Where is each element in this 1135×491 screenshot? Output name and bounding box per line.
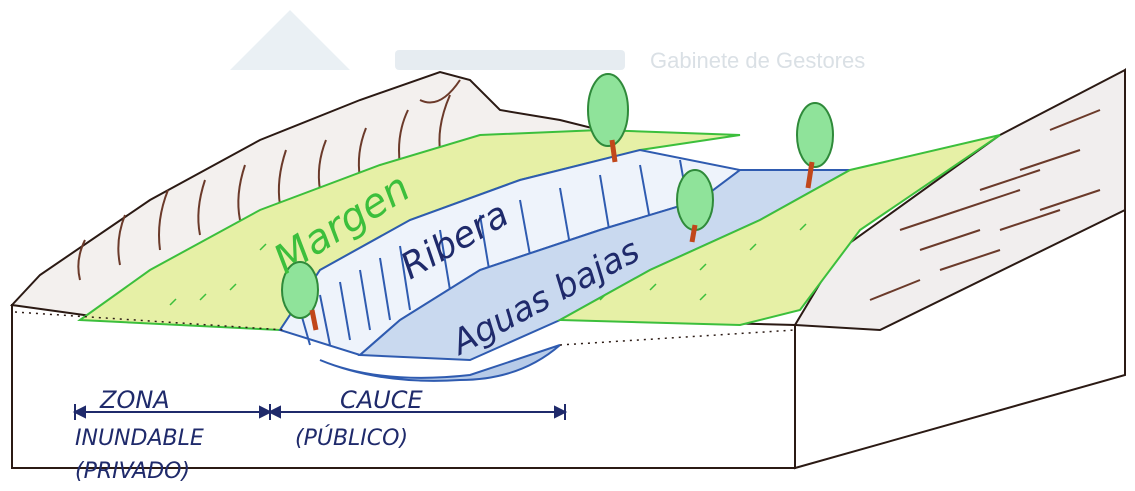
label-inundable: INUNDABLE (75, 426, 204, 451)
water-area (357, 169, 854, 362)
right-margin (556, 134, 1001, 327)
dimension-annotations: ZONA INUNDABLE (PRIVADO) CAUCE (PÚBLICO) (72, 386, 568, 484)
watermark-text: Gabinete de Gestores (650, 48, 865, 73)
watermark-logo-letters (395, 50, 625, 70)
right-slope-hatching (869, 109, 1101, 301)
riverbed-cross-section (319, 344, 561, 382)
watermark-logo-roof (230, 10, 350, 70)
tree-icon (281, 261, 319, 331)
label-privado: (PRIVADO) (75, 459, 190, 484)
watermark: Gabinete de Gestores (230, 10, 865, 73)
grass-ticks (169, 223, 807, 306)
right-margin-band (556, 134, 1001, 327)
label-cauce: CAUCE (340, 386, 424, 414)
tree-icon (676, 169, 714, 243)
dimension-line (72, 404, 568, 420)
aguas-bajas-channel (319, 169, 854, 382)
label-publico: (PÚBLICO) (295, 425, 408, 451)
right-hillside (793, 68, 1126, 332)
label-zona: ZONA (99, 386, 170, 414)
mountain-hatching (77, 79, 461, 281)
surface-hatch (14, 311, 796, 346)
tree-icon (587, 73, 629, 163)
trees (281, 73, 834, 331)
tree-icon (796, 102, 834, 189)
